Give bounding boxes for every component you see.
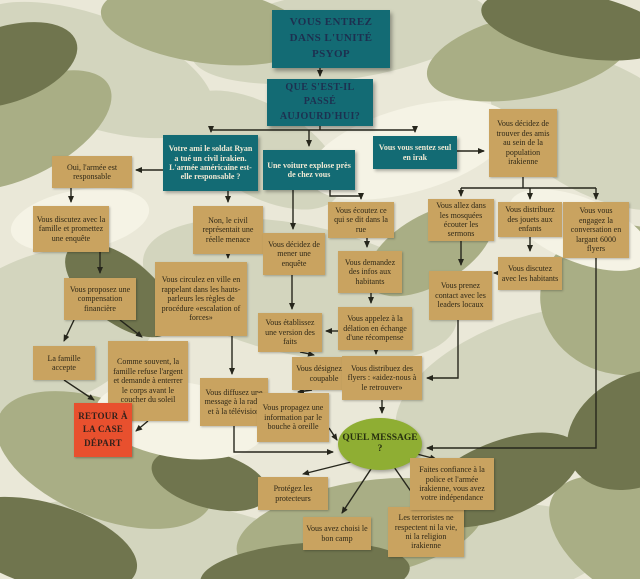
node-demandez-infos: Vous demandez des infos aux habitants: [338, 251, 402, 293]
node-faites-confiance: Faites confiance à la police et l'armée …: [410, 458, 494, 510]
node-version-des-faits: Vous établissez une version des faits: [258, 313, 322, 352]
node-discutez-famille: Vous discutez avec la famille et promett…: [33, 206, 109, 252]
node-ecoutez-rue: Vous écoutez ce qui se dit dans la rue: [328, 202, 394, 238]
node-engagez-6000-flyers: Vous vous engagez la conversation en lar…: [563, 202, 629, 258]
node-seul-irak: Vous vous sentez seul en irak: [373, 136, 457, 169]
node-bon-camp: Vous avez choisi le bon camp: [303, 517, 371, 550]
node-mosquees-sermons: Vous allez dans les mosquées écouter les…: [428, 199, 494, 241]
node-start-title: VOUS ENTREZ DANS L'UNITÉ PSYOP: [272, 10, 390, 68]
node-quel-message: QUEL MESSAGE ?: [338, 418, 422, 470]
node-flyers-retrouver: Vous distribuez des flyers : «aidez-nous…: [342, 356, 422, 400]
node-appel-delation: Vous appelez à la délation en échange d'…: [338, 307, 412, 350]
node-circulez-haut-parleurs: Vous circulez en ville en rappelant dans…: [155, 262, 247, 336]
node-retour-case-depart: RETOUR À LA CASE DÉPART: [74, 403, 132, 457]
node-question: QUE S'EST-IL PASSÉ AUJOURD'HUI?: [267, 79, 373, 126]
node-diffusez-radio-tv: Vous diffusez une message à la radio et …: [200, 378, 268, 426]
node-trouver-amis: Vous décidez de trouver des amis au sein…: [489, 109, 557, 177]
node-non-civil-menace: Non, le civil représentait une réelle me…: [193, 206, 263, 254]
node-jouets-enfants: Vous distribuez des jouets aux enfants: [498, 202, 562, 237]
node-discutez-habitants: Vous discutez avec les habitants: [498, 257, 562, 290]
node-bouche-a-oreille: Vous propagez une information par le bou…: [257, 393, 329, 442]
node-mener-enquete: Vous décidez de mener une enquête: [263, 233, 325, 275]
node-oui-armee-responsable: Oui, l'armée est responsable: [52, 156, 132, 188]
node-terroristes: Les terroristes ne respectent ni la vie,…: [388, 507, 464, 557]
node-compensation-financiere: Vous proposez une compensation financièr…: [64, 278, 136, 320]
node-voiture-explose: Une voiture explose près de chez vous: [263, 150, 355, 190]
node-leaders-locaux: Vous prenez contact avec les leaders loc…: [429, 271, 492, 320]
node-protegez-protecteurs: Protégez les protecteurs: [258, 477, 328, 510]
node-famille-accepte: La famille accepte: [33, 346, 95, 380]
node-ami-ryan: Votre ami le soldat Ryan a tué un civil …: [163, 135, 258, 191]
